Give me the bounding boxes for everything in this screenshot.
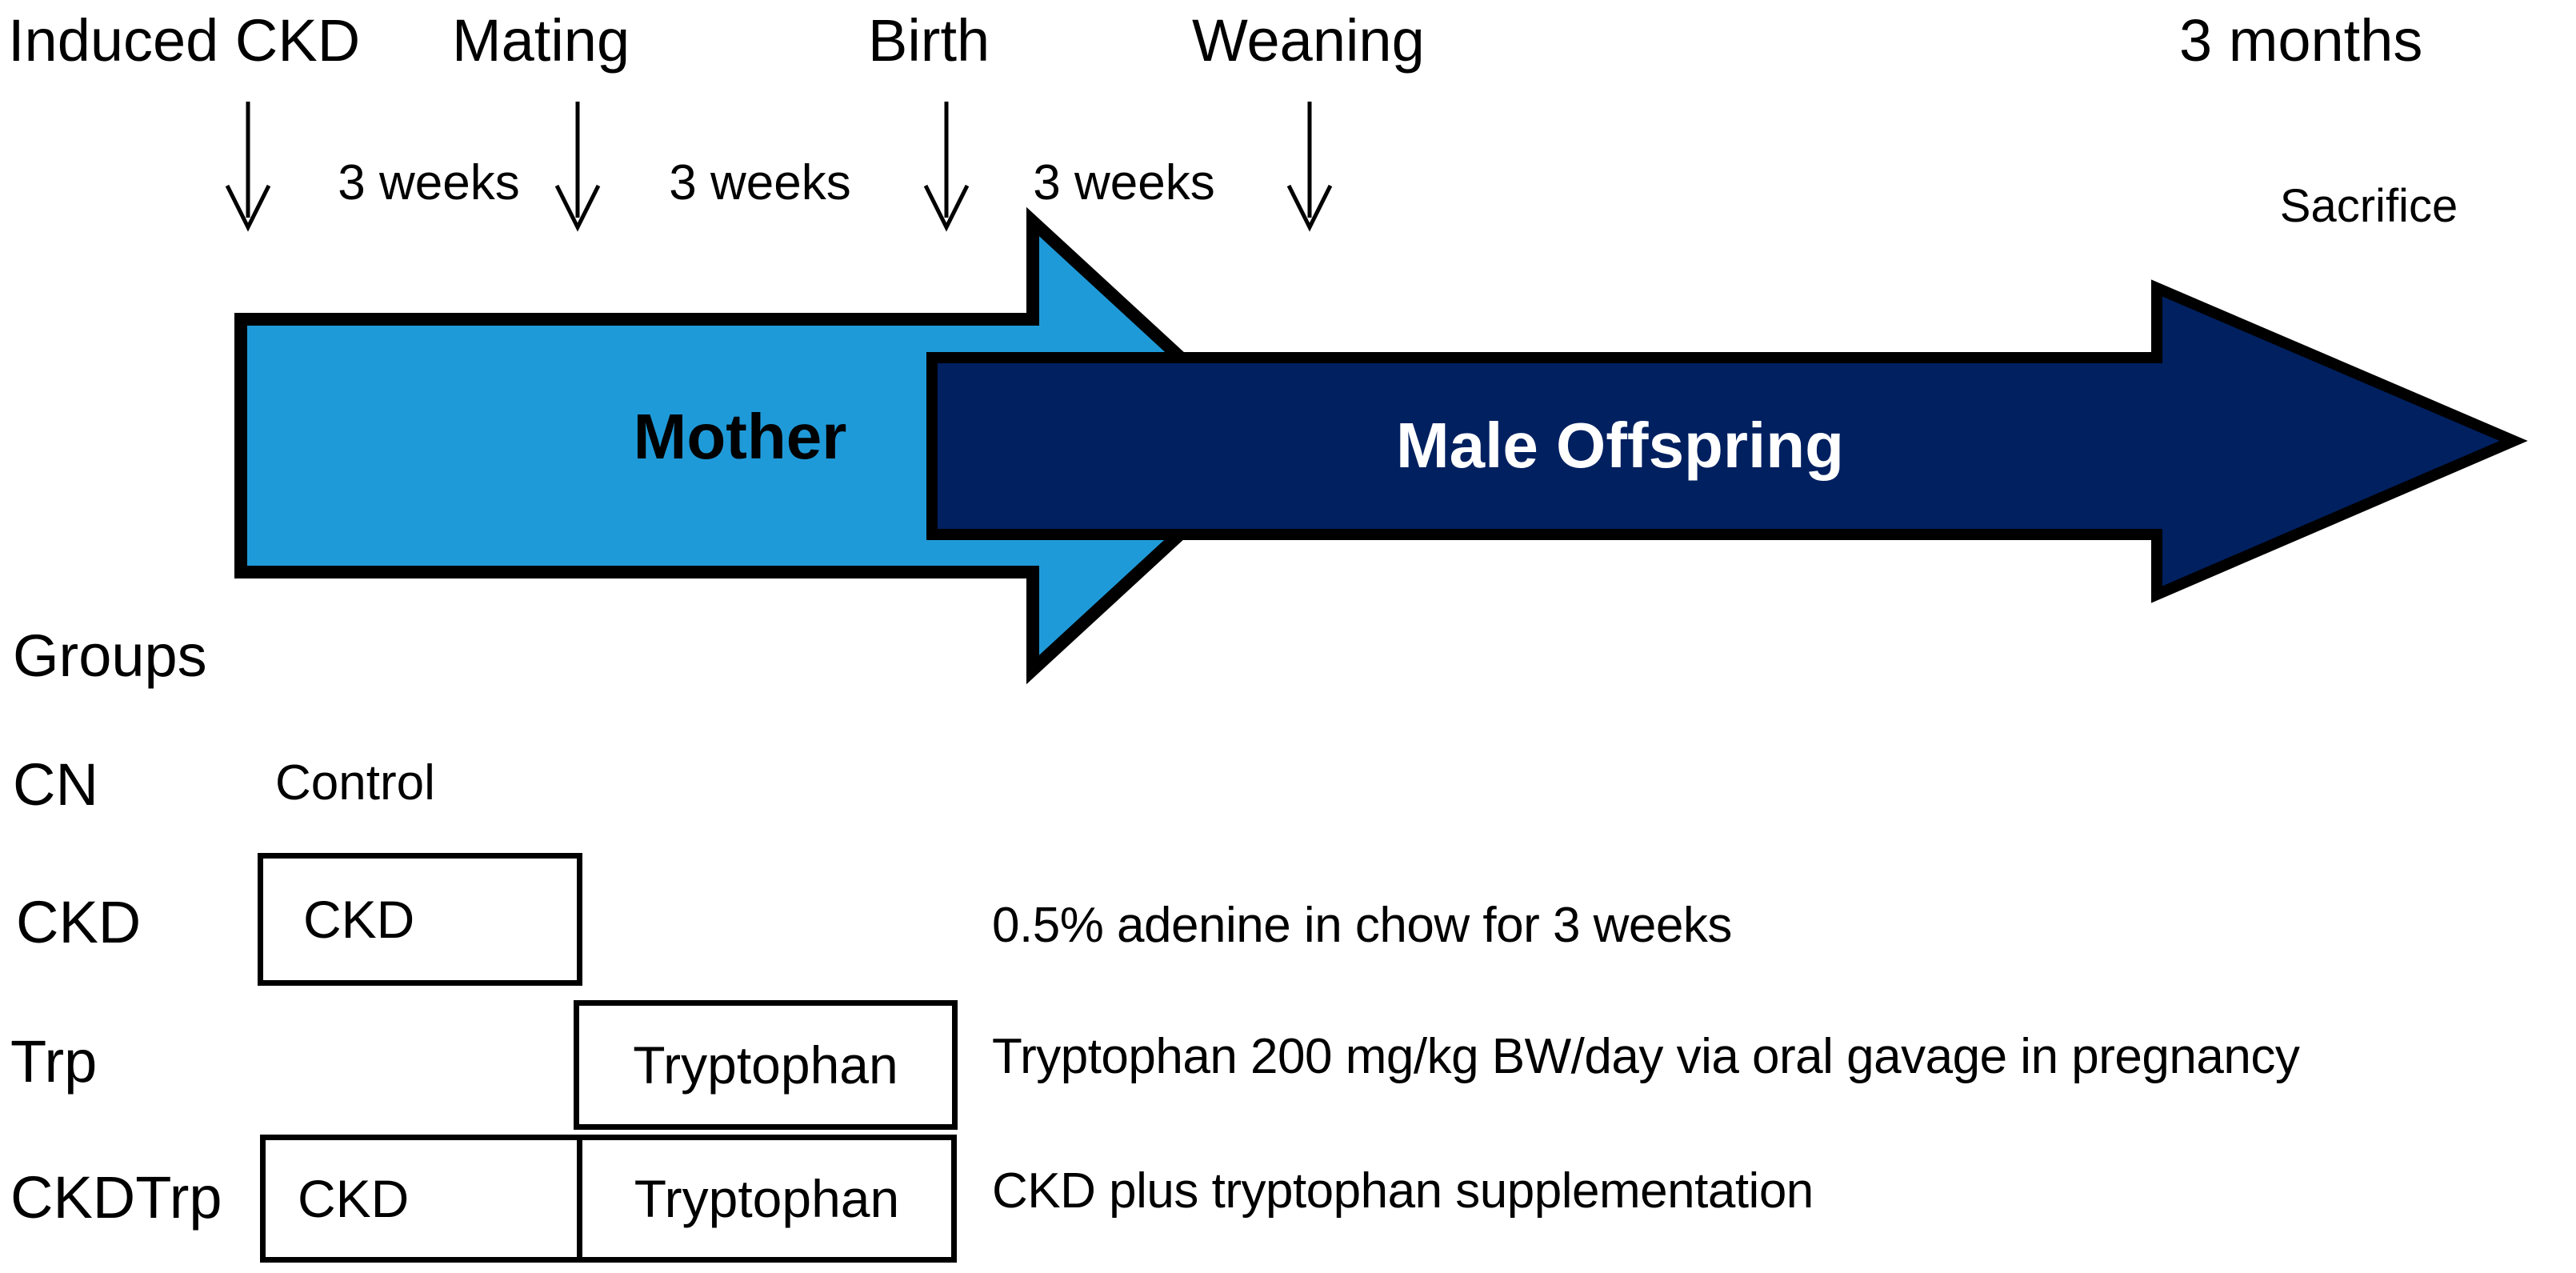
group-description-cn: Control <box>275 755 435 811</box>
interval-label: 3 weeks <box>338 155 520 210</box>
event-label-mating: Mating <box>452 7 630 74</box>
group-name-ckdtrp: CKDTrp <box>10 1164 222 1231</box>
treatment-box-label: Tryptophan <box>633 1035 898 1095</box>
treatment-box-tryptophan: Tryptophan <box>574 1000 958 1130</box>
treatment-box-label: CKD <box>298 1169 410 1228</box>
event-label-birth: Birth <box>868 7 990 74</box>
event-label-weaning: Weaning <box>1192 7 1425 74</box>
sacrifice-label: Sacrifice <box>2279 180 2458 232</box>
treatment-box-ckd: CKD <box>260 1135 582 1263</box>
treatment-box-tryptophan: Tryptophan <box>577 1135 957 1263</box>
down-arrow-icon <box>1286 102 1333 232</box>
group-name-cn: CN <box>13 751 98 818</box>
male-offspring-arrow-shape <box>926 279 2528 603</box>
treatment-box-label: Tryptophan <box>634 1169 900 1228</box>
group-name-ckd: CKD <box>16 889 142 955</box>
mother-arrow-shape <box>234 206 1286 685</box>
treatment-box-ckd: CKD <box>258 853 582 986</box>
interval-label: 3 weeks <box>669 155 851 210</box>
event-label-3-months: 3 months <box>2179 7 2423 74</box>
groups-heading: Groups <box>13 622 207 689</box>
event-marker-arrows <box>225 102 1333 232</box>
group-description-ckdtrp: CKD plus tryptophan supplementation <box>992 1163 1814 1219</box>
event-label-induced-ckd: Induced CKD <box>8 7 361 74</box>
group-description-ckd: 0.5% adenine in chow for 3 weeks <box>992 898 1732 953</box>
interval-label: 3 weeks <box>1033 155 1215 210</box>
mother-arrow-label: Mother <box>633 401 847 472</box>
male-offspring-arrow-label: Male Offspring <box>1395 410 1845 481</box>
down-arrow-icon <box>554 102 601 232</box>
down-arrow-icon <box>923 102 970 232</box>
down-arrow-icon <box>225 102 271 232</box>
treatment-box-label: CKD <box>303 890 415 949</box>
group-name-trp: Trp <box>10 1028 98 1095</box>
group-description-trp: Tryptophan 200 mg/kg BW/day via oral gav… <box>992 1029 2300 1084</box>
